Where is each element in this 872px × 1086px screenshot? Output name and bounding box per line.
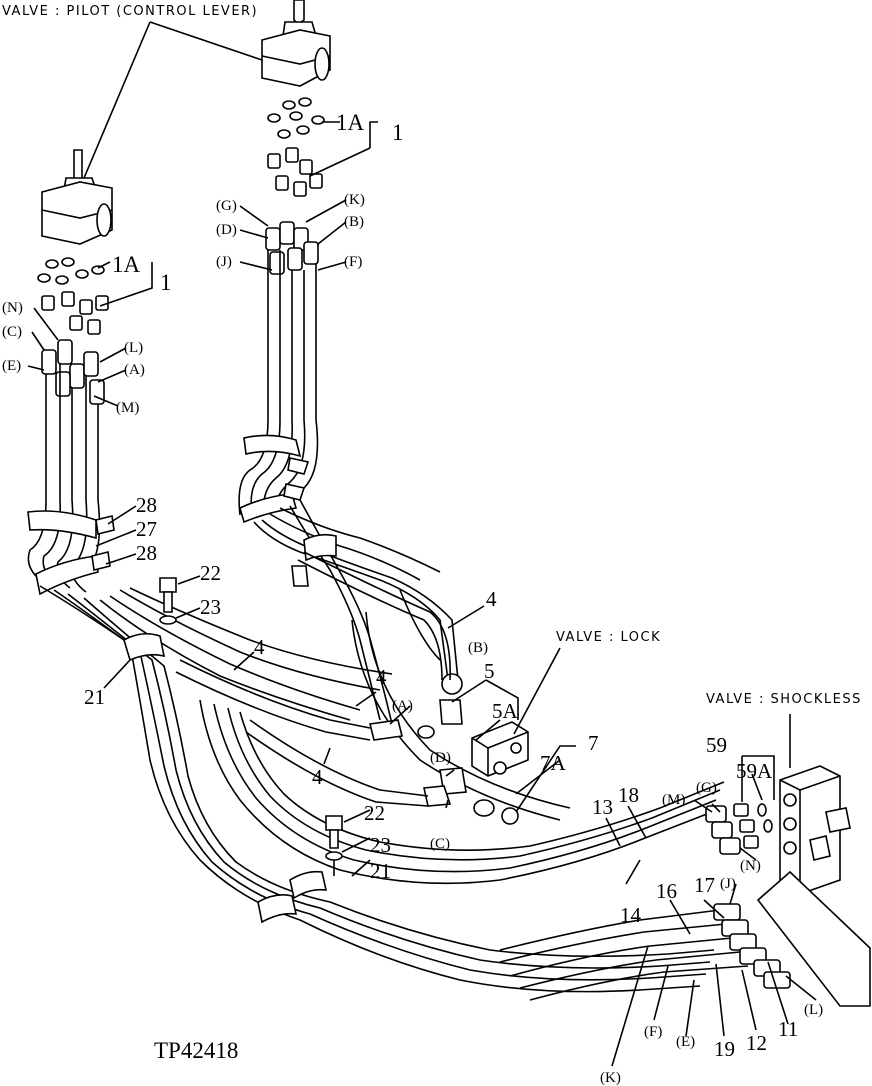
fittings-left [41,291,109,335]
part-4-b: 4 [486,587,497,611]
port-c-lock: (C) [430,836,450,852]
part-23-b: 23 [370,833,391,857]
part-23-a: 23 [200,595,221,619]
part-1a-right: 1A [336,110,365,135]
part-19: 19 [714,1037,735,1061]
clamp-bolt-right-mid [291,565,309,587]
pilot-valve-left [41,149,113,245]
part-5: 5 [484,659,495,683]
figure-id: TP42418 [154,1038,238,1063]
part-5a: 5A [492,699,519,723]
bolt-upper [159,577,177,625]
hoses-right-bundle [238,250,319,516]
part-16: 16 [656,879,677,903]
part-28-a: 28 [136,493,157,517]
o-rings-right [267,97,325,139]
port-b-lock: (B) [468,640,488,656]
port-b-top: (B) [344,214,364,230]
hose-ends-right [265,221,319,275]
lock-fittings [369,673,519,825]
part-17: 17 [694,873,715,897]
clamp-right-mid [303,533,337,562]
leader-lines [27,121,817,1067]
port-e-bottom: (E) [676,1034,695,1050]
shockless-fittings [705,803,773,855]
port-e-left: (E) [2,358,21,374]
hoses-lock [175,551,451,807]
port-n-shock: (N) [740,858,761,874]
part-28-b: 28 [136,541,157,565]
fittings-right [267,147,323,197]
port-f-top: (F) [344,254,362,270]
part-7: 7 [588,731,599,755]
part-11: 11 [778,1017,798,1041]
port-a-lock: (A) [392,698,413,714]
bolt-lower [325,815,343,876]
leader-pilot-right [149,21,263,61]
clamp-lower-b [257,894,298,924]
part-27: 27 [136,517,157,541]
port-l-left: (L) [124,340,143,356]
port-g-top: (G) [216,198,237,214]
lower-fittings [713,903,791,989]
part-59: 59 [706,733,727,757]
part-1-left: 1 [160,270,172,295]
hose-ends-left [41,339,105,405]
port-d-top: (D) [216,222,237,238]
mounting-plate [756,870,871,1007]
label-valve-lock: VALVE : LOCK [556,630,661,645]
part-7a: 7A [540,751,567,775]
part-1-right: 1 [392,120,404,145]
band-clamp-right-bottom [239,493,298,524]
port-n-left: (N) [2,300,23,316]
o-rings-left [37,257,105,285]
part-14: 14 [620,903,642,927]
port-l-bottom: (L) [804,1002,823,1018]
clamp-screw-right-top [287,457,310,475]
port-k-top: (K) [344,192,365,208]
part-4-d: 4 [312,765,323,789]
clamp-screw-left-top [95,515,115,535]
port-j-shock: (J) [720,876,736,892]
hoses-to-shockless [199,589,725,885]
port-j-top: (J) [216,254,232,270]
label-valve-pilot: VALVE : PILOT (CONTROL LEVER) [2,4,258,19]
port-f-bottom: (F) [644,1024,662,1040]
leader-pilot-left [83,21,151,179]
part-18: 18 [618,783,639,807]
band-clamp-left-bottom [35,555,99,596]
part-4-c: 4 [376,665,387,689]
clamp-screw-left-bottom [91,551,111,571]
port-g-shock: (G) [696,780,717,796]
pilot-valve-right [261,0,331,87]
part-21-a: 21 [84,685,105,709]
band-clamp-right-top [243,434,302,458]
part-21-b: 21 [370,859,391,883]
clamp-left-main [123,632,166,662]
band-clamp-left-top [27,510,97,540]
part-4-a: 4 [254,635,265,659]
part-1a-left: 1A [112,252,141,277]
hoses-right-sweep [253,499,459,725]
part-13: 13 [592,795,613,819]
hoses-lower-right [499,909,749,1001]
lock-valve [471,721,529,777]
label-valve-shockless: VALVE : SHOCKLESS [706,692,862,707]
port-k-bottom: (K) [600,1070,621,1086]
part-22-b: 22 [364,801,385,825]
port-d-lock: (D) [430,750,451,766]
port-m-shock: (M) [662,792,685,808]
shockless-valve [779,765,851,895]
clamp-lower-a [289,870,328,900]
part-59a: 59A [736,759,773,783]
port-c-left: (C) [2,324,22,340]
part-22-a: 22 [200,561,221,585]
port-m-left: (M) [116,400,139,416]
part-12: 12 [746,1031,767,1055]
port-a-left: (A) [124,362,145,378]
